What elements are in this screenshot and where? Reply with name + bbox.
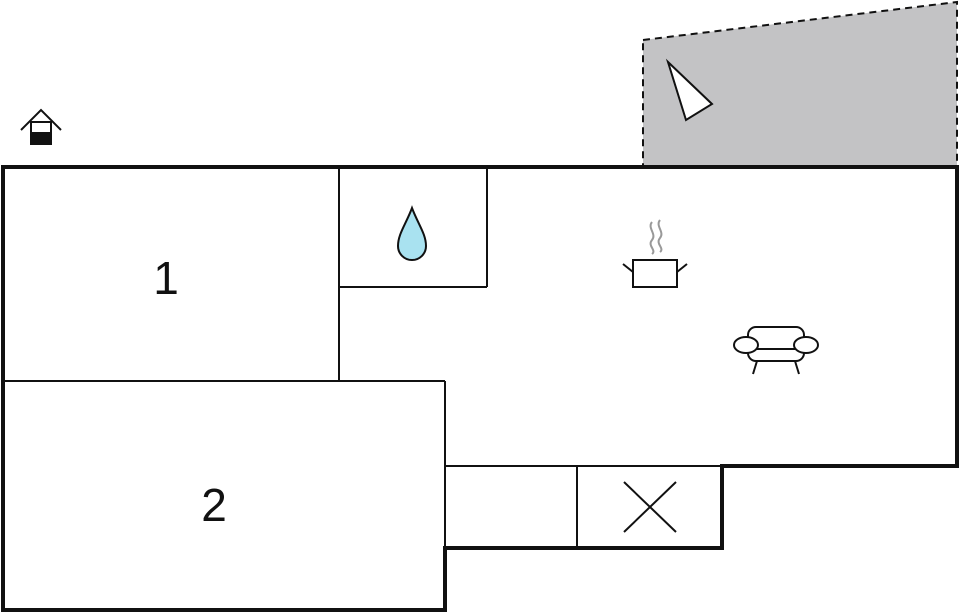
room-2-number: 2: [201, 479, 227, 531]
level-indicator-icon: [20, 108, 62, 145]
terrace-direction-icon: [665, 58, 714, 122]
interior-walls: [3, 167, 722, 548]
kitchen-pot-icon: [622, 219, 688, 288]
bathroom-water-drop-icon: [396, 205, 428, 261]
outer-walls: [1, 165, 959, 612]
room-1-number: 1: [153, 252, 179, 304]
living-room-sofa-icon: [733, 326, 819, 375]
storage-cross-icon: [623, 481, 677, 533]
